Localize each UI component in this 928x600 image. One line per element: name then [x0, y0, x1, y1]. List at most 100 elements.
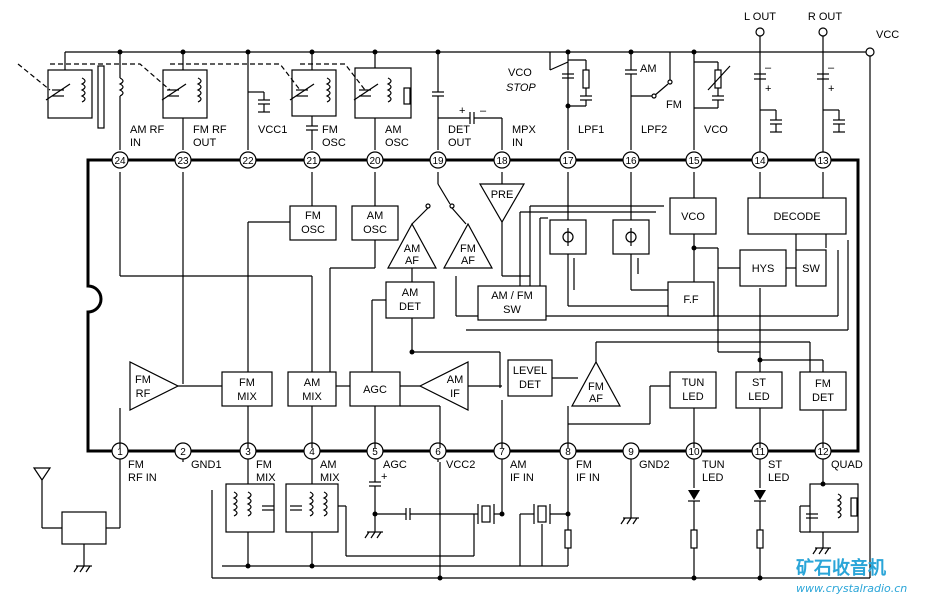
fm-det-block: FM DET	[799, 371, 847, 411]
svg-text:DET: DET	[519, 379, 541, 391]
pin-label-2: LED	[702, 472, 723, 484]
pin-label: DET	[448, 124, 470, 136]
pin-label: VCO	[704, 124, 728, 136]
svg-text:FM: FM	[135, 374, 151, 386]
pin-label: AM	[320, 459, 337, 471]
amfm-sw-block: AM / FM SW	[477, 285, 547, 321]
pin-label: AM	[510, 459, 527, 471]
l-out-label: L OUT	[744, 11, 776, 23]
pin-label: AM RF	[130, 124, 165, 136]
svg-text:AGC: AGC	[363, 384, 387, 396]
vcc-label: VCC	[876, 29, 899, 41]
top-pin-16: 16 LPF2	[622, 124, 667, 169]
sw-label-vco: VCO	[508, 67, 532, 79]
junction-dots	[117, 49, 826, 581]
pin-label-2: IN	[130, 137, 141, 149]
watermark-url: www.crystalradio.cn	[796, 582, 907, 595]
pre-amp: PRE	[478, 183, 526, 224]
svg-text:AM: AM	[447, 374, 464, 386]
watermark-title: 矿石收音机	[796, 557, 886, 579]
svg-text:FM: FM	[588, 381, 604, 393]
pin-label: MPX	[512, 124, 537, 136]
pin-number: 18	[496, 156, 508, 167]
pin-label: VCC2	[446, 459, 475, 471]
pin-number: 1	[117, 447, 123, 458]
pin-number: 24	[114, 156, 126, 167]
pin-number: 13	[817, 156, 829, 167]
pin-label: AM	[385, 124, 402, 136]
svg-text:OSC: OSC	[363, 224, 387, 236]
svg-text:VCO: VCO	[681, 211, 705, 223]
internal-wiring	[119, 172, 849, 448]
am-mix-block: AM MIX	[287, 371, 337, 407]
svg-text:FM: FM	[305, 210, 321, 222]
pin-label: FM RF	[193, 124, 227, 136]
pin-number: 2	[180, 447, 186, 458]
svg-text:SW: SW	[503, 304, 521, 316]
am-af-amp: AM AF	[386, 222, 438, 269]
ic-outline	[86, 158, 860, 453]
svg-text:AF: AF	[589, 393, 603, 405]
svg-text:HYS: HYS	[752, 263, 775, 275]
pin-label: LPF2	[641, 124, 667, 136]
pin-label-2: OUT	[193, 137, 217, 149]
svg-text:IF: IF	[450, 388, 460, 400]
svg-text:AM: AM	[304, 377, 321, 389]
svg-text:SW: SW	[802, 263, 820, 275]
st-led-block: ST LED	[735, 371, 783, 409]
sw-label-stop: STOP	[506, 82, 536, 94]
pin-number: 11	[755, 447, 766, 458]
hys-block: HYS	[739, 249, 787, 287]
pin-label-2: LED	[768, 472, 789, 484]
pin-label-2: MIX	[320, 472, 340, 484]
sw-block: SW	[795, 249, 827, 287]
pin-label: FM	[576, 459, 592, 471]
r-out-label: R OUT	[808, 11, 843, 23]
pin-label: LPF1	[578, 124, 604, 136]
svg-text:DET: DET	[399, 301, 421, 313]
pin-number: 21	[306, 156, 318, 167]
pin-label-2: OSC	[385, 137, 409, 149]
svg-text:DET: DET	[812, 392, 834, 404]
svg-text:ST: ST	[752, 377, 766, 389]
tun-led-block: TUN LED	[669, 371, 717, 409]
pin-number: 8	[565, 447, 571, 458]
pin-number: 16	[625, 156, 637, 167]
pin-label-2: OSC	[322, 137, 346, 149]
svg-text:LED: LED	[682, 391, 703, 403]
pin-label: GND1	[191, 459, 222, 471]
svg-text:RF: RF	[136, 388, 151, 400]
det-cap-minus: –	[480, 105, 487, 117]
pin-number: 23	[177, 156, 189, 167]
svg-text:TUN: TUN	[682, 377, 705, 389]
svg-text:AF: AF	[405, 255, 419, 267]
pin-label: ST	[768, 459, 782, 471]
pin-label-2: IF IN	[576, 472, 600, 484]
pin-number: 19	[432, 156, 444, 167]
phase-detector-1	[549, 219, 587, 255]
svg-text:PRE: PRE	[491, 189, 514, 201]
fm-osc-block: FM OSC	[289, 205, 337, 241]
pin-label-2: IN	[512, 137, 523, 149]
pin-label: QUAD	[831, 459, 863, 471]
pin-number: 17	[562, 156, 574, 167]
svg-text:MIX: MIX	[237, 391, 257, 403]
pin-number: 5	[372, 447, 378, 458]
pin-label-2: OUT	[448, 137, 472, 149]
svg-text:F.F: F.F	[683, 294, 699, 306]
vco-block: VCO	[669, 197, 717, 235]
level-det-block: LEVEL DET	[507, 359, 553, 397]
svg-text:AM: AM	[367, 210, 384, 222]
pin-number: 6	[435, 447, 441, 458]
pin-number: 22	[242, 156, 254, 167]
